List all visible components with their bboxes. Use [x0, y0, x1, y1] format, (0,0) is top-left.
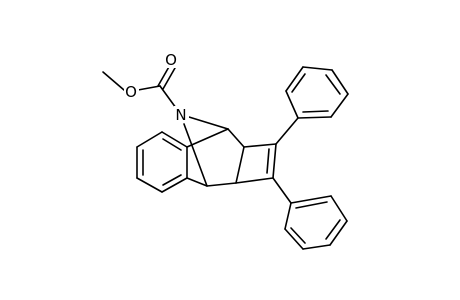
bond-lower-phenyl-inner-a [290, 227, 306, 244]
bond-lower-phenyl-5 [330, 195, 348, 222]
bond-fusion [235, 146, 245, 184]
bond-cyclobutene-double-a [272, 143, 277, 179]
bond-upper-phenyl-2 [285, 66, 304, 92]
bond-upper-phenyl-inner-b [325, 74, 341, 95]
carbonyl-oxygen-label: O [165, 51, 177, 69]
bond-lower-phenyl-2 [284, 228, 304, 250]
bond-cyclobutene-double-b [266, 148, 270, 174]
bond-benzo-inner-b [162, 174, 182, 186]
bond-lower-phenyl-6 [290, 195, 332, 204]
bond-cyclobutene-bottom [235, 177, 274, 184]
bond-upper-phenyl-5 [330, 93, 349, 118]
bond-carbonyl-double-a [157, 64, 171, 87]
bond-bridgehead-bottom-ring [206, 182, 237, 187]
bond-lower-phenyl-1 [284, 202, 292, 230]
bond-cyclobutene-top [243, 143, 277, 148]
ester-oxygen-label: O [125, 83, 137, 101]
bond-oxygen-carbonyl-carbon [137, 85, 161, 91]
bond-benzo-3 [161, 177, 188, 193]
bond-carbonyl-double-b [162, 67, 176, 90]
bond-upper-phenyl-inner-a [291, 73, 306, 93]
bond-benzo-6 [136, 131, 163, 148]
bond-to-lower-phenyl [272, 177, 292, 204]
bond-upper-phenyl-inner-c [302, 110, 329, 113]
bond-lower-phenyl-3 [302, 244, 331, 250]
bond-lower-phenyl-inner-b [325, 219, 341, 240]
bond-benzo-4 [136, 177, 163, 193]
nitrogen-mask [174, 106, 189, 123]
bond-upper-phenyl-6 [297, 116, 332, 119]
bond-nitrogen-bridgehead-bottom [183, 123, 208, 187]
bond-benzo-to-bridgehead-bottom [186, 177, 208, 187]
bond-upper-phenyl-3 [302, 66, 333, 71]
bond-benzo-inner-a [162, 138, 182, 151]
bond-upper-phenyl-4 [331, 69, 349, 95]
bond-upper-phenyl-1 [285, 90, 299, 119]
bond-benzo-1 [161, 131, 188, 148]
bond-methyl-oxygen [102, 71, 125, 91]
bond-nitrogen-bridgehead-top [188, 116, 229, 130]
bond-to-upper-phenyl [275, 117, 299, 145]
bond-carbonyl-nitrogen [159, 85, 177, 109]
bond-lower-phenyl-4 [329, 220, 348, 246]
ester-oxygen-mask [124, 83, 139, 100]
nitrogen-label: N [175, 106, 186, 124]
carbonyl-oxygen-mask [164, 51, 179, 68]
bond-lower-phenyl-inner-c [295, 201, 328, 209]
bond-bridgehead-top-ring [227, 128, 245, 148]
bond-benzo-to-bridgehead-top [186, 128, 229, 148]
